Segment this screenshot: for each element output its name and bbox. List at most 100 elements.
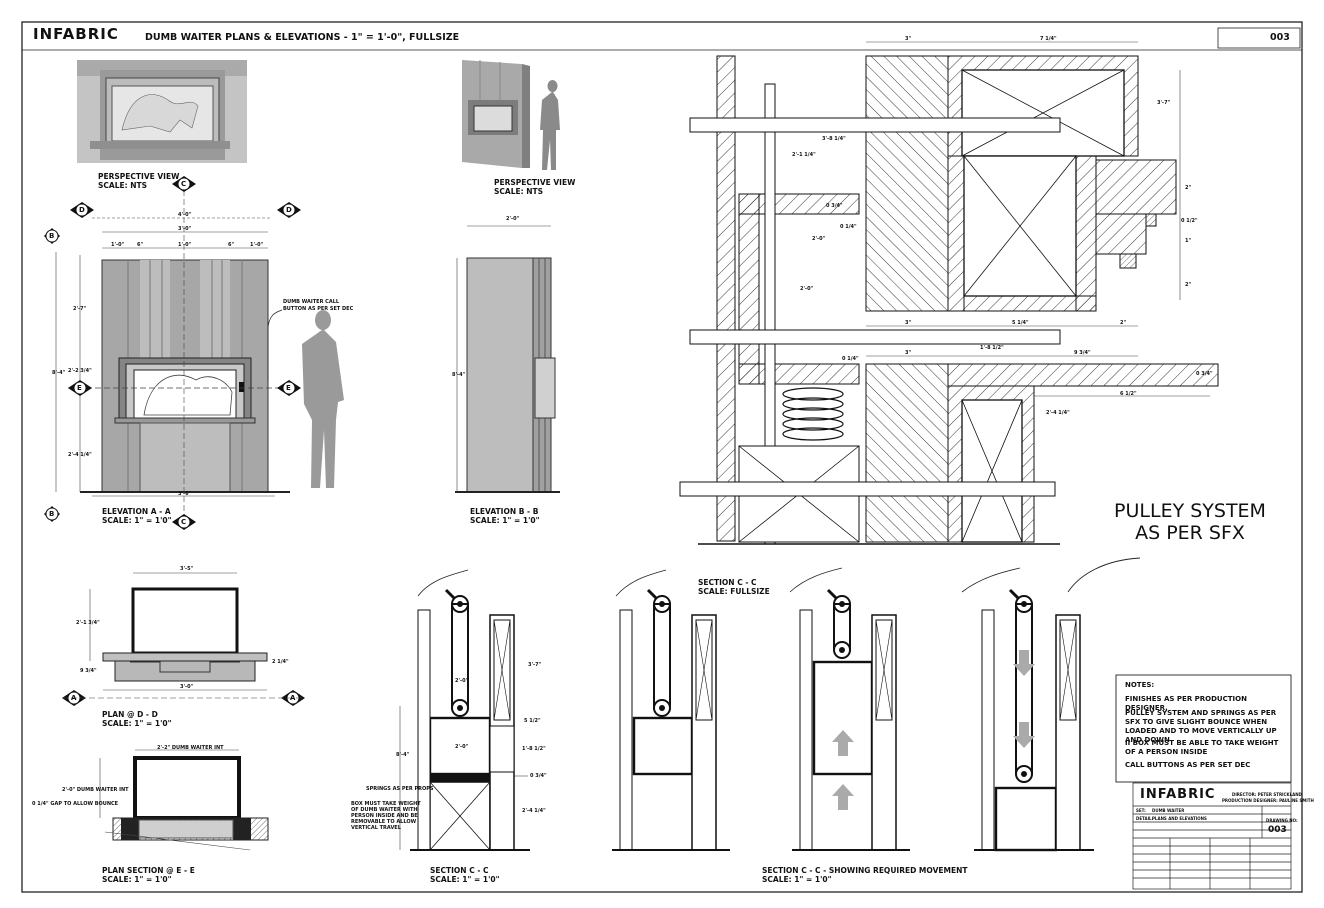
elevation-b-b: [455, 225, 560, 493]
dim-label: 8'-4": [52, 370, 66, 376]
dim-label: 2'-4 1/4": [522, 808, 546, 814]
dim-label: 2'-0": [812, 236, 826, 242]
section-c-c-state-4: [961, 567, 1094, 852]
sheet-number: 003: [1270, 32, 1290, 43]
dim-label: 2'-0": [455, 744, 469, 750]
dim-label: 8'-4": [452, 372, 466, 378]
dim-label: 2'-2 3/4": [68, 368, 92, 374]
marker-d-right: [277, 202, 301, 218]
down-arrow-icon: [1013, 650, 1035, 676]
marker-b-bottom-label: B: [49, 510, 55, 518]
dim-label: 1'-8 1/2": [522, 746, 546, 752]
dim-label: 3'-6": [178, 491, 192, 497]
section-c-c-state-1: [399, 569, 530, 851]
dim-label: 5 1/2": [524, 718, 541, 724]
marker-e-right-label: E: [286, 384, 291, 392]
marker-c-top: [172, 176, 196, 192]
caption-plan-ee-scale: SCALE: 1" = 1'0": [102, 875, 172, 884]
dim-label: 5 1/4": [1012, 320, 1029, 326]
dim-label: 2'-4 1/4": [1046, 410, 1070, 416]
sheet-border: [21, 21, 1303, 893]
dim-label: 3'-7": [528, 662, 542, 668]
dim-label: 0 3/4": [530, 773, 547, 779]
marker-c-bottom-label: C: [181, 518, 187, 526]
up-arrow-icon: [832, 730, 854, 756]
dim-label: 0 1/4": [840, 224, 857, 230]
dim-label: 3'-5": [180, 566, 194, 572]
dim-label: 2'-0": [455, 678, 469, 684]
spring-coil: [782, 387, 844, 441]
marker-d-right-label: D: [286, 206, 292, 214]
dim-label: 9 3/4": [1074, 350, 1091, 356]
dim-label: 0 1/2": [1181, 218, 1198, 224]
caption-sec-cc-full-title: SECTION C - C: [698, 578, 757, 587]
note-item: PULLEY SYSTEM AND SPRINGS AS PER SFX TO …: [1125, 709, 1277, 744]
title-block-credit: DIRECTOR: PETER STRICKLAND: [1232, 792, 1302, 797]
dim-label: 2'-0": [800, 286, 814, 292]
header-logo: INFABRIC: [33, 25, 119, 43]
callout-box-5: VERTICAL TRAVEL: [351, 825, 401, 831]
dim-label: 7 1/4": [1040, 36, 1057, 42]
title-block-drawing-no-label: DRAWING NO:: [1266, 818, 1298, 823]
callout-pulley-1: PULLEY SYSTEM: [1114, 500, 1266, 522]
marker-b-top: [44, 228, 60, 244]
title-block-drawing-no: 003: [1268, 825, 1287, 835]
callout-call-button-1: DUMB WAITER CALL: [283, 299, 340, 305]
elevation-a-a: [55, 190, 344, 520]
title-block-detail-label: DETAIL:: [1136, 816, 1154, 821]
dim-label: 6": [228, 242, 235, 248]
callout-call-button-2: BUTTON AS PER SET DEC: [283, 306, 354, 312]
dim-label: 0 3/4": [826, 203, 843, 209]
dim-label: 3'-7": [1157, 100, 1171, 106]
dim-label: 2'-1 1/4": [792, 152, 816, 158]
caption-sec-cc-title: SECTION C - C: [430, 866, 489, 875]
caption-sec-cc-move-title: SECTION C - C - SHOWING REQUIRED MOVEMEN…: [762, 866, 968, 875]
plan-d-d: [62, 572, 305, 699]
dim-label: 2 1/4": [272, 659, 289, 665]
dim-label: 4'-0": [178, 212, 192, 218]
dim-label: 2": [1120, 320, 1127, 326]
callout-dumb-int2: 2'-0" DUMB WAITER INT: [62, 787, 129, 793]
marker-d-left-label: D: [79, 206, 85, 214]
dim-label: 2'-4 1/4": [68, 452, 92, 458]
title-block-credit: PRODUCTION DESIGNER: PAULINE SMITH: [1222, 798, 1314, 803]
dim-label: 0 3/4": [1196, 371, 1213, 377]
caption-sec-cc-full-scale: SCALE: FULLSIZE: [698, 587, 770, 596]
caption-elev-bb-title: ELEVATION B - B: [470, 507, 539, 516]
dim-label: 2'-1 3/4": [76, 620, 100, 626]
caption-elev-aa-scale: SCALE: 1" = 1'0": [102, 516, 172, 525]
marker-a-right-label: A: [290, 694, 296, 702]
title-block-set-value: DUMB WAITER: [1152, 808, 1185, 813]
title-block-frame: [1132, 782, 1292, 890]
dim-label: 3'-8 1/4": [822, 136, 846, 142]
caption-plan-dd-scale: SCALE: 1" = 1'0": [102, 719, 172, 728]
dim-label: 2'-0": [506, 216, 520, 222]
down-arrow-icon-2: [1013, 722, 1035, 748]
callout-box-1: BOX MUST TAKE WEIGHT: [351, 801, 421, 807]
header-title: DUMB WAITER PLANS & ELEVATIONS - 1" = 1'…: [145, 32, 460, 43]
dim-label: 1": [1185, 238, 1192, 244]
dim-label: 2": [1185, 282, 1192, 288]
callout-box-4: REMOVABLE TO ALLOW: [351, 819, 417, 825]
caption-persp-a-scale: SCALE: NTS: [98, 181, 148, 190]
callout-springs: SPRINGS AS PER PROPS: [366, 786, 434, 792]
section-c-c-state-2: [612, 569, 730, 851]
perspective-view-a: [77, 60, 247, 163]
marker-e-left: [68, 380, 92, 396]
marker-d-left: [70, 202, 94, 218]
callout-dumb-int: 2'-2" DUMB WAITER INT: [157, 745, 224, 751]
dim-label: 3'-0": [180, 684, 194, 690]
dim-label: 3": [905, 320, 912, 326]
marker-b-top-label: B: [49, 232, 55, 240]
callout-pulley-2: AS PER SFX: [1135, 522, 1245, 544]
notes-box: [1115, 674, 1292, 783]
caption-persp-a-title: PERSPECTIVE VIEW: [98, 172, 180, 181]
dim-label: 1'-8 1/2": [980, 345, 1004, 351]
caption-sec-cc-move-scale: SCALE: 1" = 1'0": [762, 875, 832, 884]
caption-persp-b-scale: SCALE: NTS: [494, 187, 544, 196]
dim-label: 6 1/2": [1120, 391, 1137, 397]
dim-label: 1'-0": [111, 242, 125, 248]
caption-elev-aa-title: ELEVATION A - A: [102, 507, 171, 516]
caption-persp-b-title: PERSPECTIVE VIEW: [494, 178, 576, 187]
